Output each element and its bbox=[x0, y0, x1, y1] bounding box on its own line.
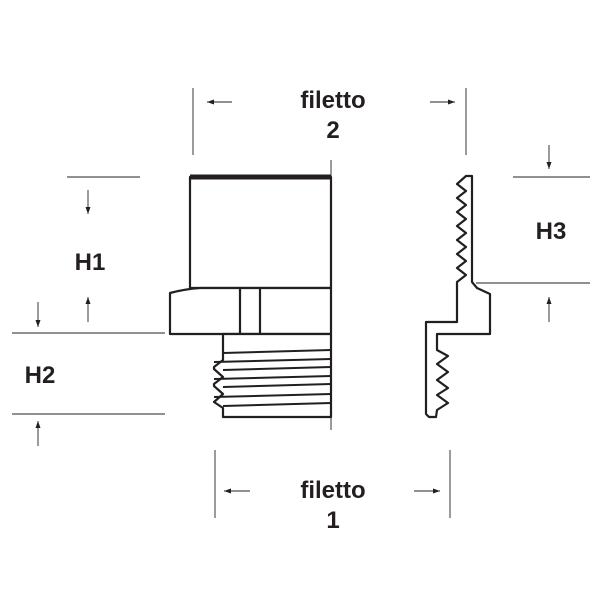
dimension-h1: H1 bbox=[67, 176, 140, 322]
thread2-number: 2 bbox=[326, 117, 339, 144]
h1-label: H1 bbox=[75, 249, 106, 276]
side-profile bbox=[424, 174, 492, 419]
dimension-h2: H2 bbox=[12, 302, 165, 446]
front-view bbox=[168, 160, 333, 430]
thread-lines bbox=[213, 349, 332, 407]
hex-nut bbox=[168, 286, 333, 336]
dimension-thread-1: filetto 1 bbox=[214, 450, 451, 534]
h3-label: H3 bbox=[536, 218, 567, 245]
thread1-label: filetto bbox=[300, 477, 365, 504]
thread2-label: filetto bbox=[300, 87, 365, 114]
dimension-h3: H3 bbox=[476, 145, 590, 322]
h2-label: H2 bbox=[25, 362, 56, 389]
dimension-thread-2: filetto 2 bbox=[192, 87, 467, 155]
thread1-number: 1 bbox=[326, 507, 339, 534]
upper-body bbox=[188, 175, 333, 290]
